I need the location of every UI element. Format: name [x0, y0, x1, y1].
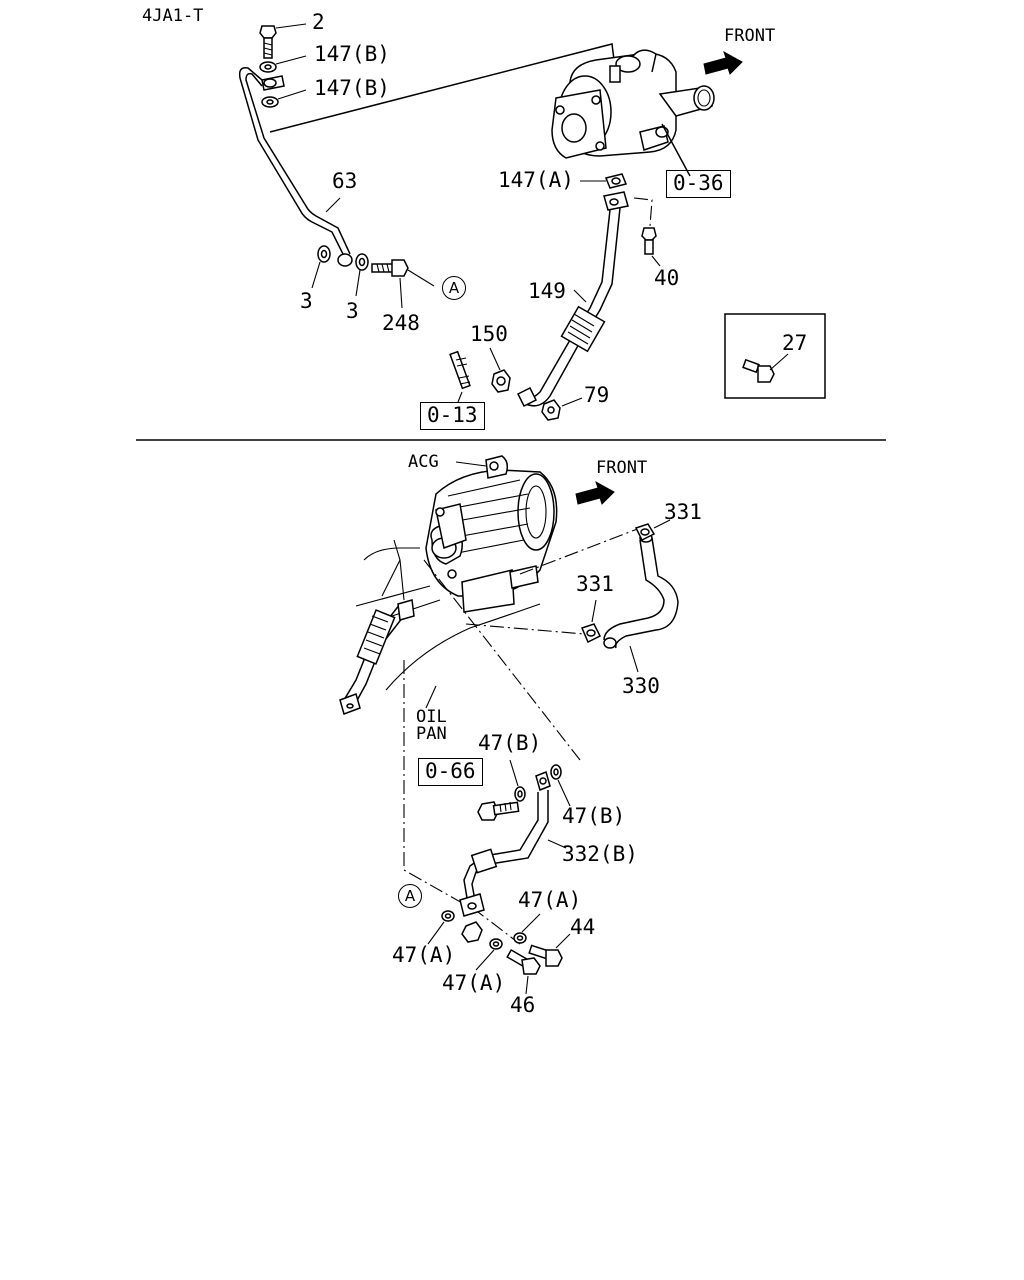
gasket-147a	[580, 173, 628, 189]
washer-47b-left	[509, 759, 526, 802]
assembly-line-d	[519, 527, 641, 575]
engine-code-label: 4JA1-T	[142, 6, 204, 26]
oil-pan-label-line1: OIL	[416, 707, 447, 727]
eye-fitting	[261, 75, 285, 91]
hose-clamp-331-lower	[580, 599, 602, 644]
hose-clamp-331-upper	[634, 519, 671, 542]
front-label-bottom: FRONT	[596, 458, 648, 478]
detail-box-27	[724, 313, 826, 399]
callout-150: 150	[470, 322, 508, 346]
assembly-line-c	[465, 623, 585, 635]
callout-47a-2: 47(A)	[392, 943, 456, 967]
washer-3-right	[355, 253, 369, 297]
callout-47a-1: 47(A)	[518, 888, 582, 912]
front-label-top: FRONT	[724, 26, 776, 46]
callout-149: 149	[528, 279, 566, 303]
reference-circle-a-top: A	[442, 276, 466, 300]
callout-46: 46	[510, 993, 536, 1017]
oil-return-hose-330	[603, 533, 679, 673]
washer-47b-right	[550, 764, 571, 807]
reference-box-0-66: 0-66	[418, 758, 483, 786]
bolt-248	[371, 259, 435, 309]
callout-330: 330	[622, 674, 660, 698]
turbocharger-icon	[551, 49, 715, 177]
oil-pipe-332b	[459, 770, 567, 917]
eye-nut	[461, 921, 483, 943]
front-arrow-icon	[703, 50, 743, 75]
callout-63: 63	[332, 169, 358, 193]
nut-79	[541, 397, 583, 421]
engine-block-outline	[355, 539, 541, 709]
acg-label: ACG	[408, 452, 439, 472]
bolt-44	[528, 933, 571, 967]
callout-248: 248	[382, 311, 420, 335]
washer-47a-left	[427, 910, 455, 945]
callout-3b: 3	[346, 299, 359, 323]
assembly-line-a	[403, 660, 521, 945]
callout-147b-1: 147(B)	[314, 42, 390, 66]
callout-47a-3: 47(A)	[442, 971, 506, 995]
alternator-icon	[425, 455, 558, 613]
washer-147b-lower	[261, 89, 307, 108]
callout-2: 2	[312, 10, 325, 34]
washer-3-left	[311, 245, 331, 289]
reference-circle-a-bottom: A	[398, 884, 422, 908]
callout-79: 79	[584, 383, 610, 407]
oil-feed-pipe-63	[238, 66, 353, 267]
callout-47b-2: 47(B)	[562, 804, 626, 828]
reference-box-0-13: 0-13	[420, 402, 485, 430]
nut-150	[489, 347, 511, 393]
bolt-icon	[742, 358, 775, 383]
bolt-40	[633, 197, 661, 267]
reference-box-0-36: 0-36	[666, 170, 731, 198]
callout-331-upper: 331	[664, 500, 702, 524]
bolt-0-66	[477, 801, 520, 821]
washer-47a-mid	[475, 938, 503, 971]
bolt-46	[506, 949, 541, 995]
callout-27: 27	[782, 331, 808, 355]
callout-331-lower: 331	[576, 572, 614, 596]
callout-47b-1: 47(B)	[478, 731, 542, 755]
oil-pan-label-line2: PAN	[416, 724, 447, 744]
front-arrow-icon	[575, 480, 615, 505]
callout-44: 44	[570, 915, 596, 939]
callout-40: 40	[654, 266, 680, 290]
washer-47a-right	[513, 913, 541, 944]
bolt-2	[259, 23, 307, 59]
washer-147b-upper	[259, 55, 307, 73]
callout-332b: 332(B)	[562, 842, 638, 866]
callout-147a: 147(A)	[498, 168, 574, 192]
callout-3a: 3	[300, 289, 313, 313]
callout-147b-2: 147(B)	[314, 76, 390, 100]
stud-0-13	[449, 350, 471, 403]
turbo-oil-feed-hose	[339, 599, 415, 715]
assembly-line-b	[423, 559, 581, 761]
oil-return-pipe-149	[516, 191, 629, 408]
